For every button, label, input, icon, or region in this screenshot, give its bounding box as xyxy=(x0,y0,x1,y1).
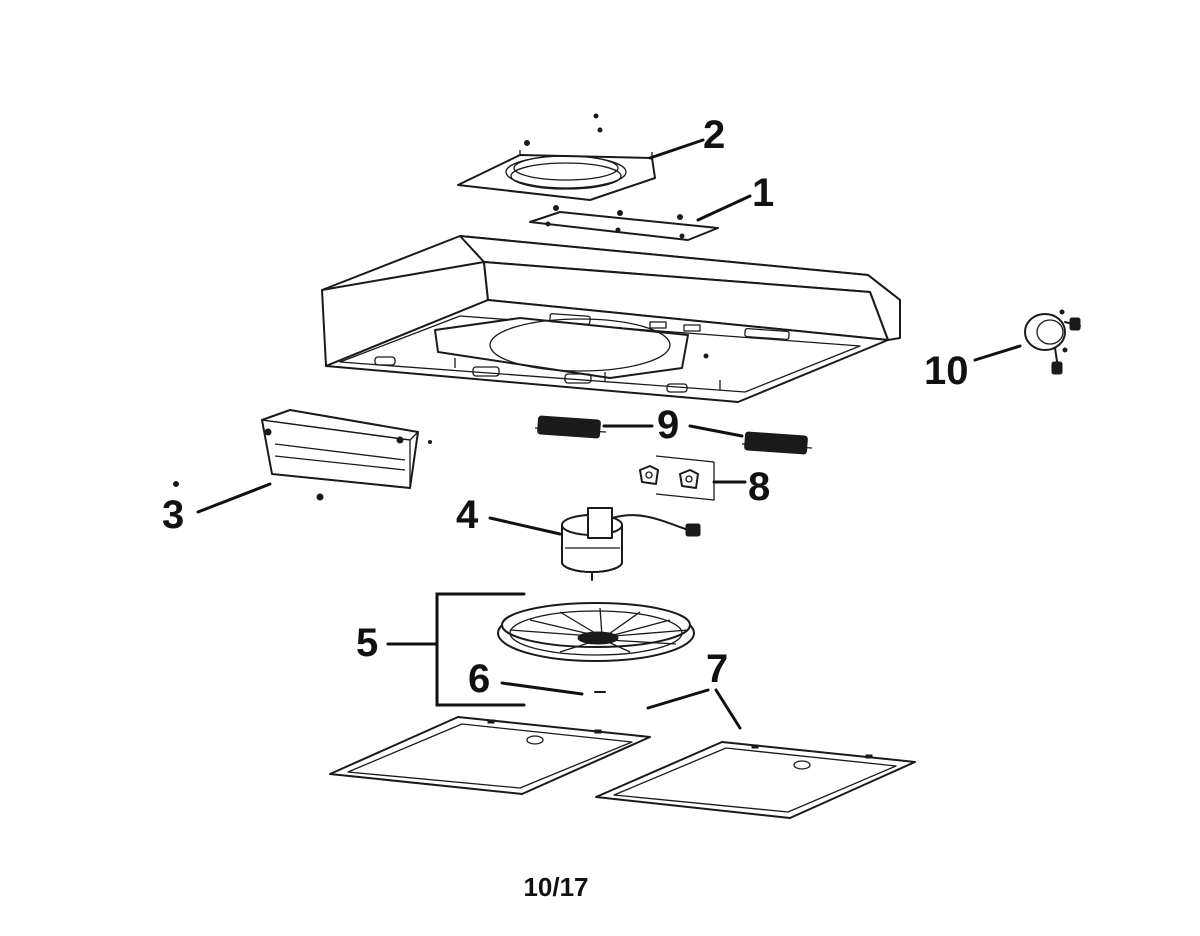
part-switch-right xyxy=(741,431,813,455)
callout-4: 4 xyxy=(456,493,479,537)
leader-lines xyxy=(196,138,1022,730)
leader-6 xyxy=(500,681,584,696)
callout-3: 3 xyxy=(162,493,184,537)
part-blower-motor xyxy=(561,507,701,581)
callout-5: 5 xyxy=(356,621,378,665)
callout-1: 1 xyxy=(752,171,774,215)
callout-10: 10 xyxy=(924,349,969,393)
callout-7: 7 xyxy=(706,647,728,691)
page-number: 10/17 xyxy=(523,872,588,902)
bracket-5 xyxy=(435,592,526,707)
leader-2 xyxy=(648,138,705,160)
part-switch-left xyxy=(534,415,607,439)
leader-4 xyxy=(488,516,562,536)
part-control-housing xyxy=(173,409,432,501)
leader-3 xyxy=(196,482,272,514)
part-lamp-sockets xyxy=(639,455,715,501)
leader-7-right xyxy=(714,688,742,730)
callout-2: 2 xyxy=(703,113,725,157)
leader-1 xyxy=(696,194,752,222)
callout-labels: 1 2 3 4 5 6 7 8 9 10 xyxy=(162,113,969,701)
callout-8: 8 xyxy=(748,465,770,509)
callout-9: 9 xyxy=(657,403,679,447)
part-filter-left xyxy=(329,716,651,795)
leader-9-right xyxy=(688,424,744,438)
callout-6: 6 xyxy=(468,657,490,701)
part-blower-wheel xyxy=(497,602,695,662)
part-duct-adapter-plate xyxy=(457,113,656,201)
part-cover-plate xyxy=(529,205,719,241)
range-hood-body xyxy=(321,235,901,403)
part-filter-right xyxy=(595,741,916,819)
leader-10 xyxy=(973,344,1022,362)
part-terminal-block xyxy=(1024,309,1081,375)
leader-7-left xyxy=(646,688,710,710)
